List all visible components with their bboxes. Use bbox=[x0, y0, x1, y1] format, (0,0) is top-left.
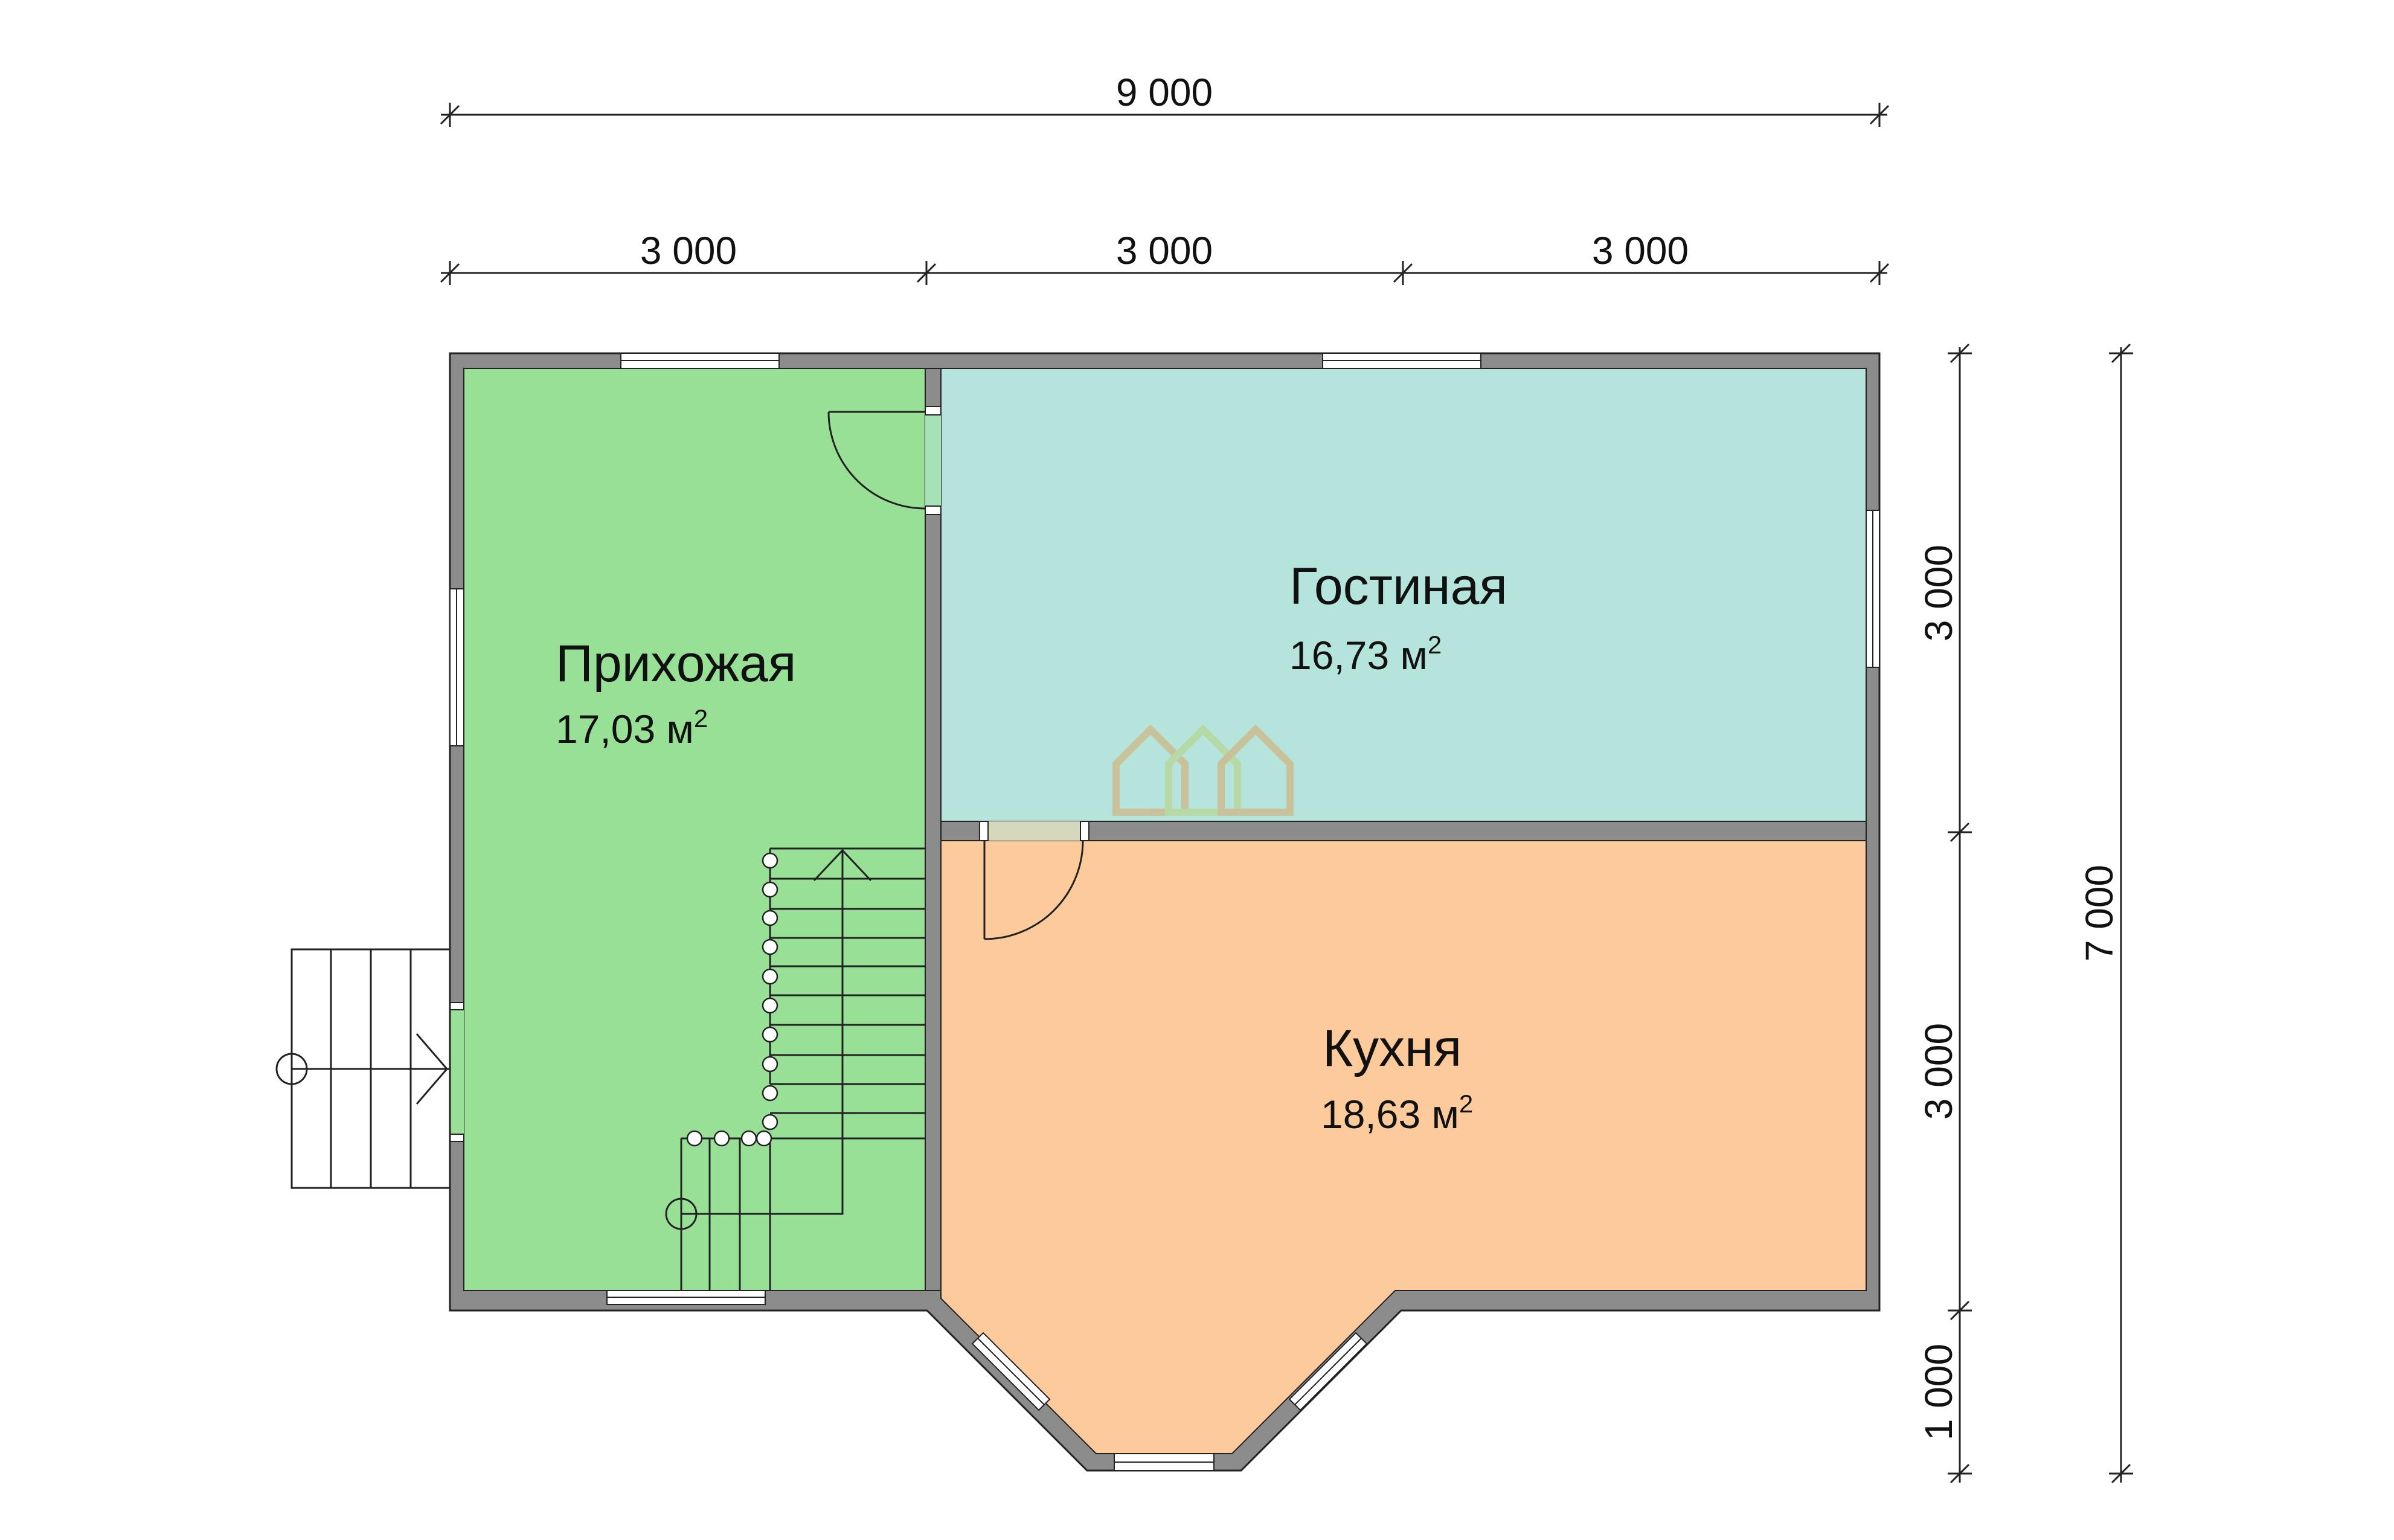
door-living-kitchen bbox=[983, 840, 1084, 940]
dimension-segment-1-label: 3 000 bbox=[640, 229, 737, 272]
staircase bbox=[665, 847, 925, 1291]
hall-living-opening bbox=[925, 412, 941, 510]
door-jamb bbox=[925, 505, 942, 515]
room-living-name: Гостиная bbox=[1289, 557, 1507, 615]
dimension-right-total: 7 000 bbox=[2078, 343, 2133, 1484]
dimension-top-segments: 3 000 3 000 3 000 bbox=[440, 229, 1890, 285]
dimension-total-width-label: 9 000 bbox=[1116, 71, 1213, 114]
room-hall-fill bbox=[463, 368, 926, 1291]
entrance-opening bbox=[450, 1006, 464, 1138]
house-logo-icon bbox=[1112, 724, 1294, 816]
windows bbox=[449, 353, 1880, 1471]
wall-hall-living bbox=[925, 368, 942, 412]
room-kitchen-area: 18,63 м2 bbox=[1321, 1089, 1473, 1137]
dimension-right-segments: 3 000 3 000 1 000 bbox=[1917, 343, 1972, 1484]
dimension-right-3-label: 1 000 bbox=[1917, 1344, 1960, 1440]
dimension-right-1-label: 3 000 bbox=[1917, 545, 1960, 641]
dimension-segment-2-label: 3 000 bbox=[1116, 229, 1213, 272]
wall-living-kitchen-right bbox=[1083, 821, 1867, 841]
door-jamb bbox=[925, 406, 942, 415]
room-kitchen-fill bbox=[940, 840, 1867, 1454]
room-hall-name: Прихожая bbox=[556, 635, 797, 693]
wall-hall-kitchen bbox=[925, 509, 942, 1291]
door-jamb bbox=[1080, 821, 1089, 841]
door-jamb bbox=[979, 821, 989, 841]
dimension-total-height-label: 7 000 bbox=[2078, 865, 2121, 961]
dimension-top-total: 9 000 bbox=[440, 71, 1890, 127]
room-kitchen-name: Кухня bbox=[1323, 1019, 1462, 1077]
entrance-porch bbox=[275, 948, 451, 1189]
room-hall-area: 17,03 м2 bbox=[556, 704, 708, 751]
room-living-area: 16,73 м2 bbox=[1289, 630, 1442, 678]
dimension-right-2-label: 3 000 bbox=[1917, 1023, 1960, 1120]
wall-living-kitchen-left bbox=[940, 821, 985, 841]
dimension-segment-3-label: 3 000 bbox=[1592, 229, 1689, 272]
living-kitchen-opening bbox=[984, 821, 1084, 841]
door-hall-living bbox=[827, 411, 926, 510]
room-living-fill bbox=[940, 368, 1867, 822]
